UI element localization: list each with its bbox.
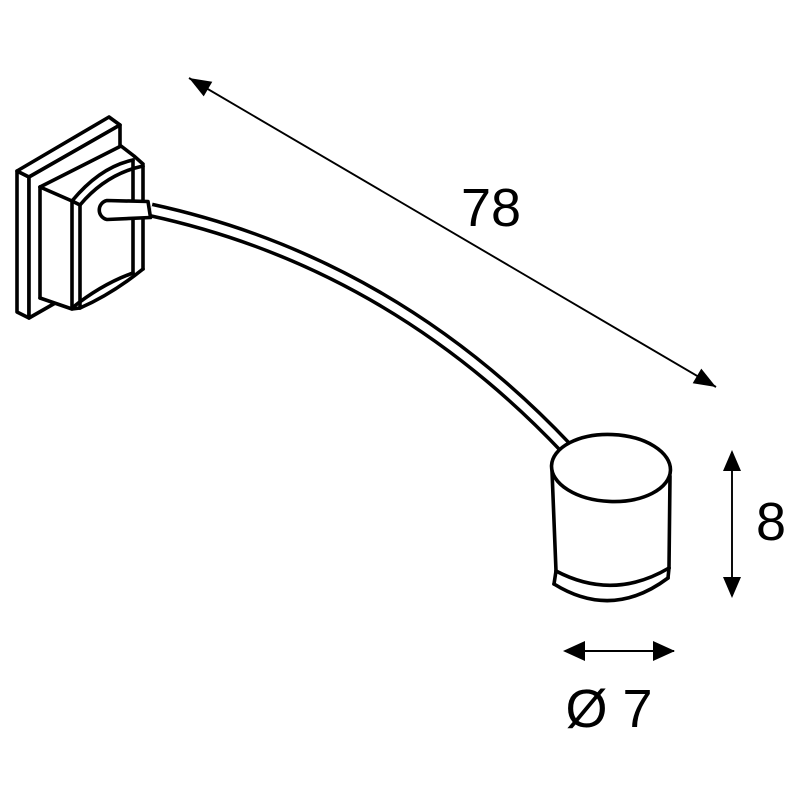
head-diameter-arrowhead-right-icon — [653, 641, 675, 661]
head-diameter-value: Ø 7 — [565, 679, 652, 739]
head-height-value: 8 — [756, 492, 786, 552]
curved-arm — [149, 202, 572, 454]
head-left-side — [550, 469, 558, 573]
dimension-head-height: 8 — [723, 450, 786, 598]
head-top-ellipse — [549, 432, 673, 504]
head-right-side — [667, 474, 672, 570]
arm-length-value: 78 — [461, 178, 521, 238]
arm-length-arrowhead-upper-icon — [189, 78, 213, 97]
head-height-arrowhead-top-icon — [723, 450, 741, 471]
arm-tube-outline — [149, 202, 572, 454]
corbel-silhouette — [40, 146, 143, 309]
head-body-fill — [552, 470, 670, 602]
head-diameter-arrowhead-left-icon — [563, 641, 585, 661]
arm-length-dim-line — [188, 77, 717, 388]
lamp-head — [549, 432, 673, 603]
head-rim-arc — [554, 566, 671, 588]
head-base-arc — [552, 576, 670, 603]
arm-tube-core — [150, 206, 569, 451]
arm-length-arrowhead-lower-icon — [692, 368, 716, 387]
dimension-arm-length: 78 — [188, 77, 717, 388]
arm-socket — [97, 198, 153, 222]
dimension-head-diameter: Ø 7 — [563, 641, 675, 739]
head-height-arrowhead-bottom-icon — [723, 577, 741, 598]
